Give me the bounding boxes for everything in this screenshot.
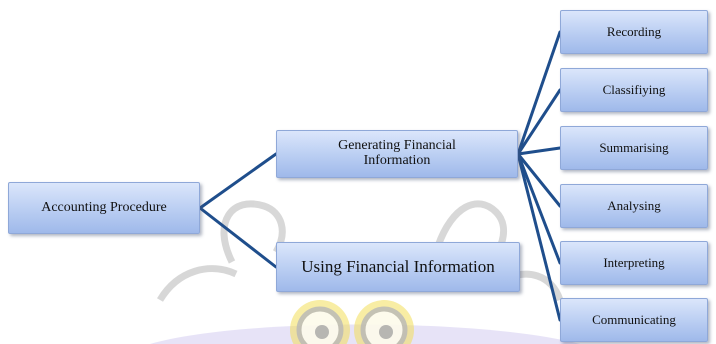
node-interpreting: Interpreting: [560, 241, 708, 285]
node-label: Communicating: [592, 312, 676, 328]
edge-generating-analysing: [516, 152, 562, 208]
edge-generating-summarising: [516, 146, 562, 156]
edge-generating-communicating: [516, 152, 562, 322]
edge-generating-interpreting: [516, 152, 562, 265]
node-generating-financial-information: Generating Financial Information: [276, 130, 518, 178]
node-recording: Recording: [560, 10, 708, 54]
edge-generating-recording: [516, 30, 562, 156]
node-accounting-procedure: Accounting Procedure: [8, 182, 200, 234]
node-analysing: Analysing: [560, 184, 708, 228]
node-label: Generating Financial Information: [338, 138, 456, 168]
edge-generating-classifiying: [516, 88, 562, 156]
node-label: Interpreting: [603, 255, 665, 271]
node-classifiying: Classifiying: [560, 68, 708, 112]
node-label: Accounting Procedure: [41, 199, 167, 215]
node-summarising: Summarising: [560, 126, 708, 170]
edge-root-using: [198, 206, 278, 269]
node-label: Summarising: [599, 140, 669, 156]
node-communicating: Communicating: [560, 298, 708, 342]
node-label: Analysing: [607, 198, 661, 214]
edge-root-generating: [198, 152, 278, 210]
node-label: Classifiying: [602, 82, 666, 98]
node-label: Recording: [606, 24, 662, 40]
node-using-financial-information: Using Financial Information: [276, 242, 520, 292]
node-label: Using Financial Information: [301, 257, 495, 277]
